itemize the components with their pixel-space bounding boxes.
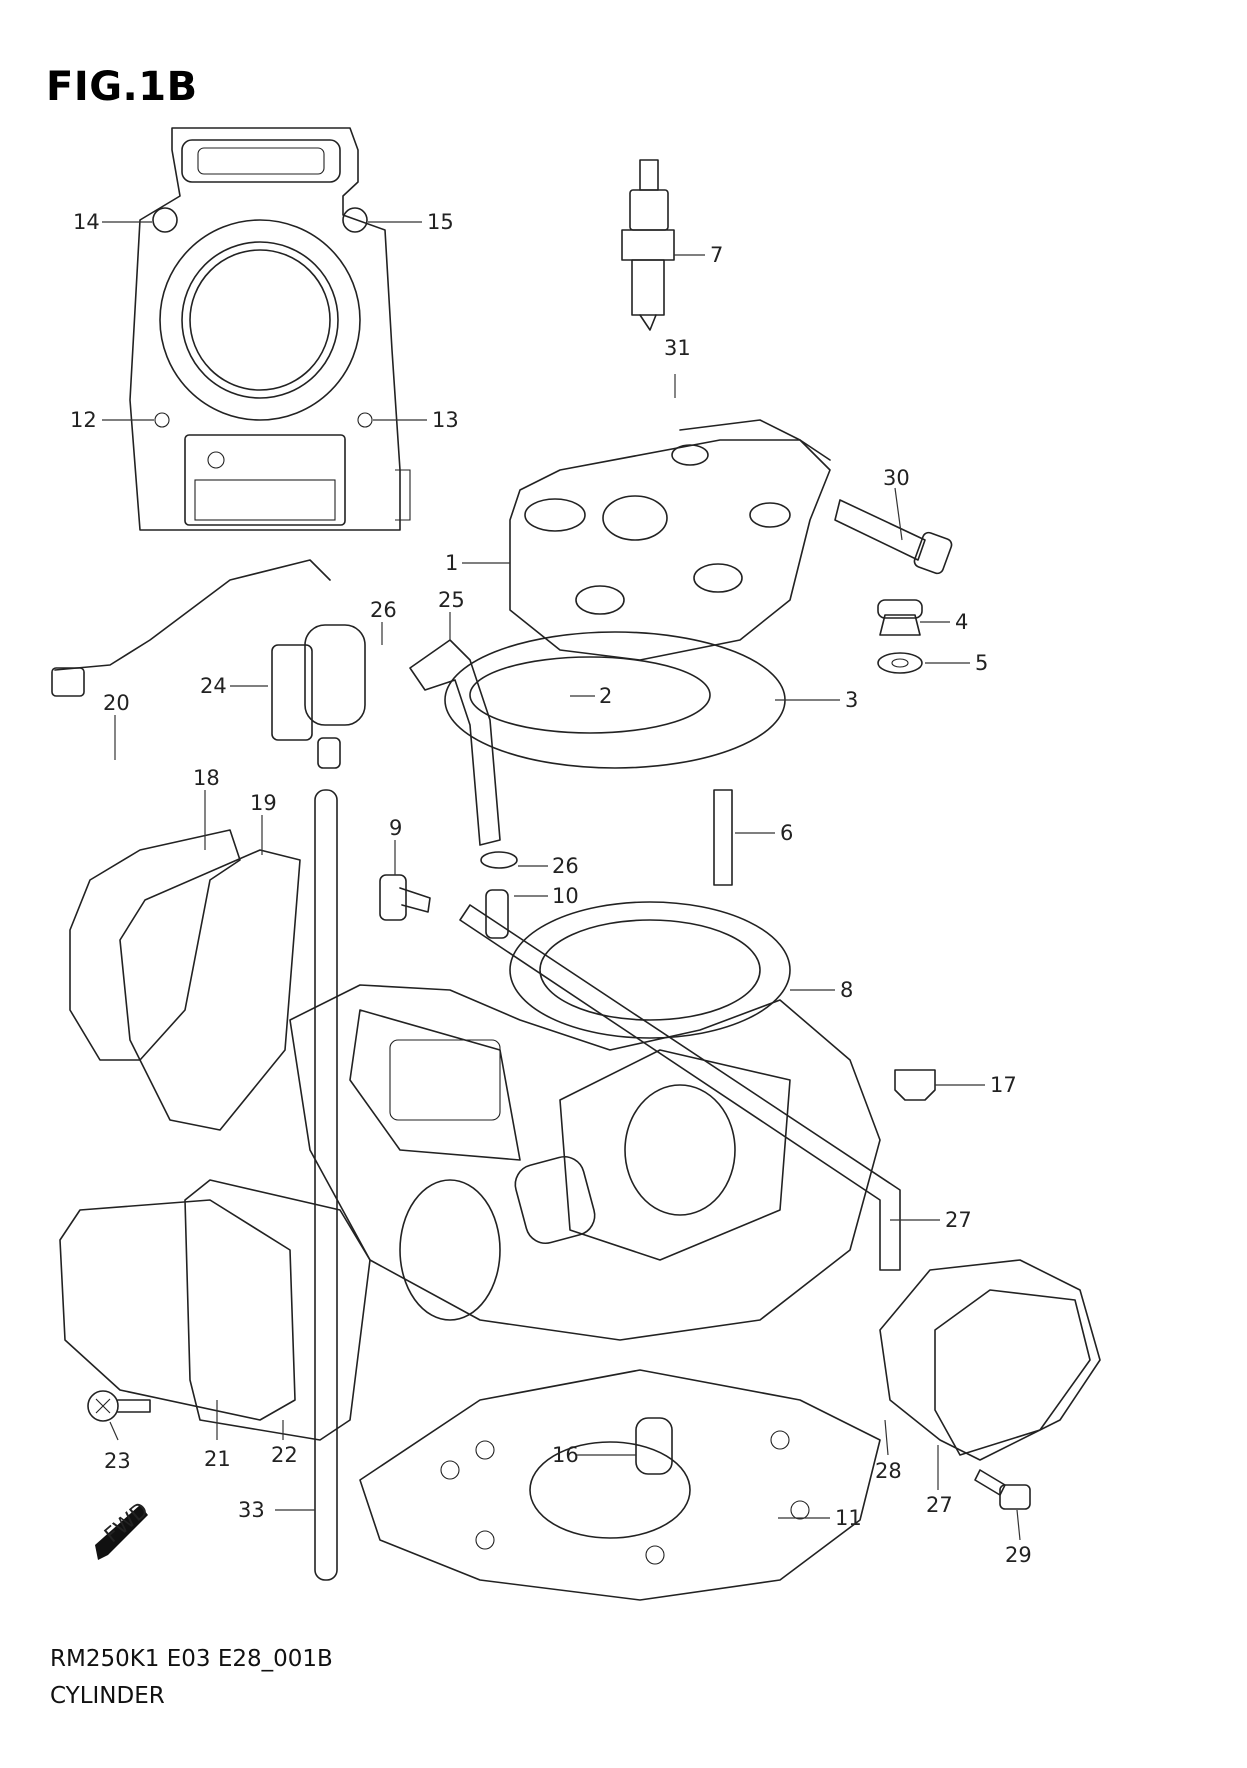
leader-lines xyxy=(102,221,1021,1541)
callout-labels: 14 15 12 13 7 31 30 1 2 3 4 5 6 26 10 8 … xyxy=(70,210,1032,1567)
sensor-assembly xyxy=(51,559,366,769)
base-gasket xyxy=(359,1369,881,1601)
cap-nut xyxy=(877,599,923,636)
breather-pipe xyxy=(314,789,338,1581)
fwd-label: FWD xyxy=(100,1497,153,1547)
callout-23: 23 xyxy=(104,1449,131,1473)
callout-13: 13 xyxy=(432,408,459,432)
head-bolt xyxy=(834,499,953,575)
callout-15: 15 xyxy=(427,210,454,234)
intake-gaskets xyxy=(69,829,301,1131)
model-code: RM250K1 E03 E28_001B xyxy=(50,1646,333,1672)
callout-10: 10 xyxy=(552,884,579,908)
cylinder-top-view xyxy=(129,127,411,531)
fwd-arrow-icon: FWD xyxy=(95,1497,153,1560)
callout-20: 20 xyxy=(103,691,130,715)
cylinder-block xyxy=(289,901,881,1341)
callout-28: 27 xyxy=(926,1493,953,1517)
cover-bolt xyxy=(87,1390,151,1422)
callout-32: 31 xyxy=(664,336,691,360)
callout-31: 30 xyxy=(883,466,910,490)
callout-26b: 26 xyxy=(552,854,579,878)
callout-12: 12 xyxy=(70,408,97,432)
callout-5: 5 xyxy=(975,651,988,675)
stud-bolt xyxy=(713,789,733,886)
callout-14: 14 xyxy=(73,210,100,234)
dowel-pin xyxy=(635,1417,673,1475)
callout-6: 6 xyxy=(780,821,793,845)
water-tube xyxy=(459,904,901,1271)
spark-plug xyxy=(621,159,675,331)
callout-26a: 26 xyxy=(370,598,397,622)
callout-33: 33 xyxy=(238,1498,265,1522)
callout-3: 3 xyxy=(845,688,858,712)
exhaust-cover xyxy=(879,1259,1101,1461)
fittings xyxy=(379,851,518,939)
callout-29: 28 xyxy=(875,1459,902,1483)
flange-nut xyxy=(894,1069,936,1101)
callout-18: 18 xyxy=(193,766,220,790)
callout-17: 17 xyxy=(990,1073,1017,1097)
callout-19: 19 xyxy=(250,791,277,815)
callout-24: 24 xyxy=(200,674,227,698)
callout-16: 16 xyxy=(552,1443,579,1467)
callout-4: 4 xyxy=(955,610,968,634)
callout-30: 29 xyxy=(1005,1543,1032,1567)
callout-11: 11 xyxy=(835,1506,862,1530)
reed-covers xyxy=(59,1179,371,1441)
washer xyxy=(877,652,923,674)
callout-21: 21 xyxy=(204,1447,231,1471)
callout-8: 8 xyxy=(840,978,853,1002)
callout-27: 27 xyxy=(945,1208,972,1232)
cylinder-head xyxy=(444,419,831,769)
callout-25: 25 xyxy=(438,588,465,612)
figure-caption: CYLINDER xyxy=(50,1683,165,1709)
hose xyxy=(409,639,501,846)
callout-2: 2 xyxy=(599,684,612,708)
callout-9: 9 xyxy=(389,816,402,840)
exhaust-cover-bolt xyxy=(974,1469,1031,1510)
callout-1: 1 xyxy=(445,551,458,575)
figure-title: FIG.1B xyxy=(46,64,198,110)
callout-22: 22 xyxy=(271,1443,298,1467)
callout-7: 7 xyxy=(710,243,723,267)
